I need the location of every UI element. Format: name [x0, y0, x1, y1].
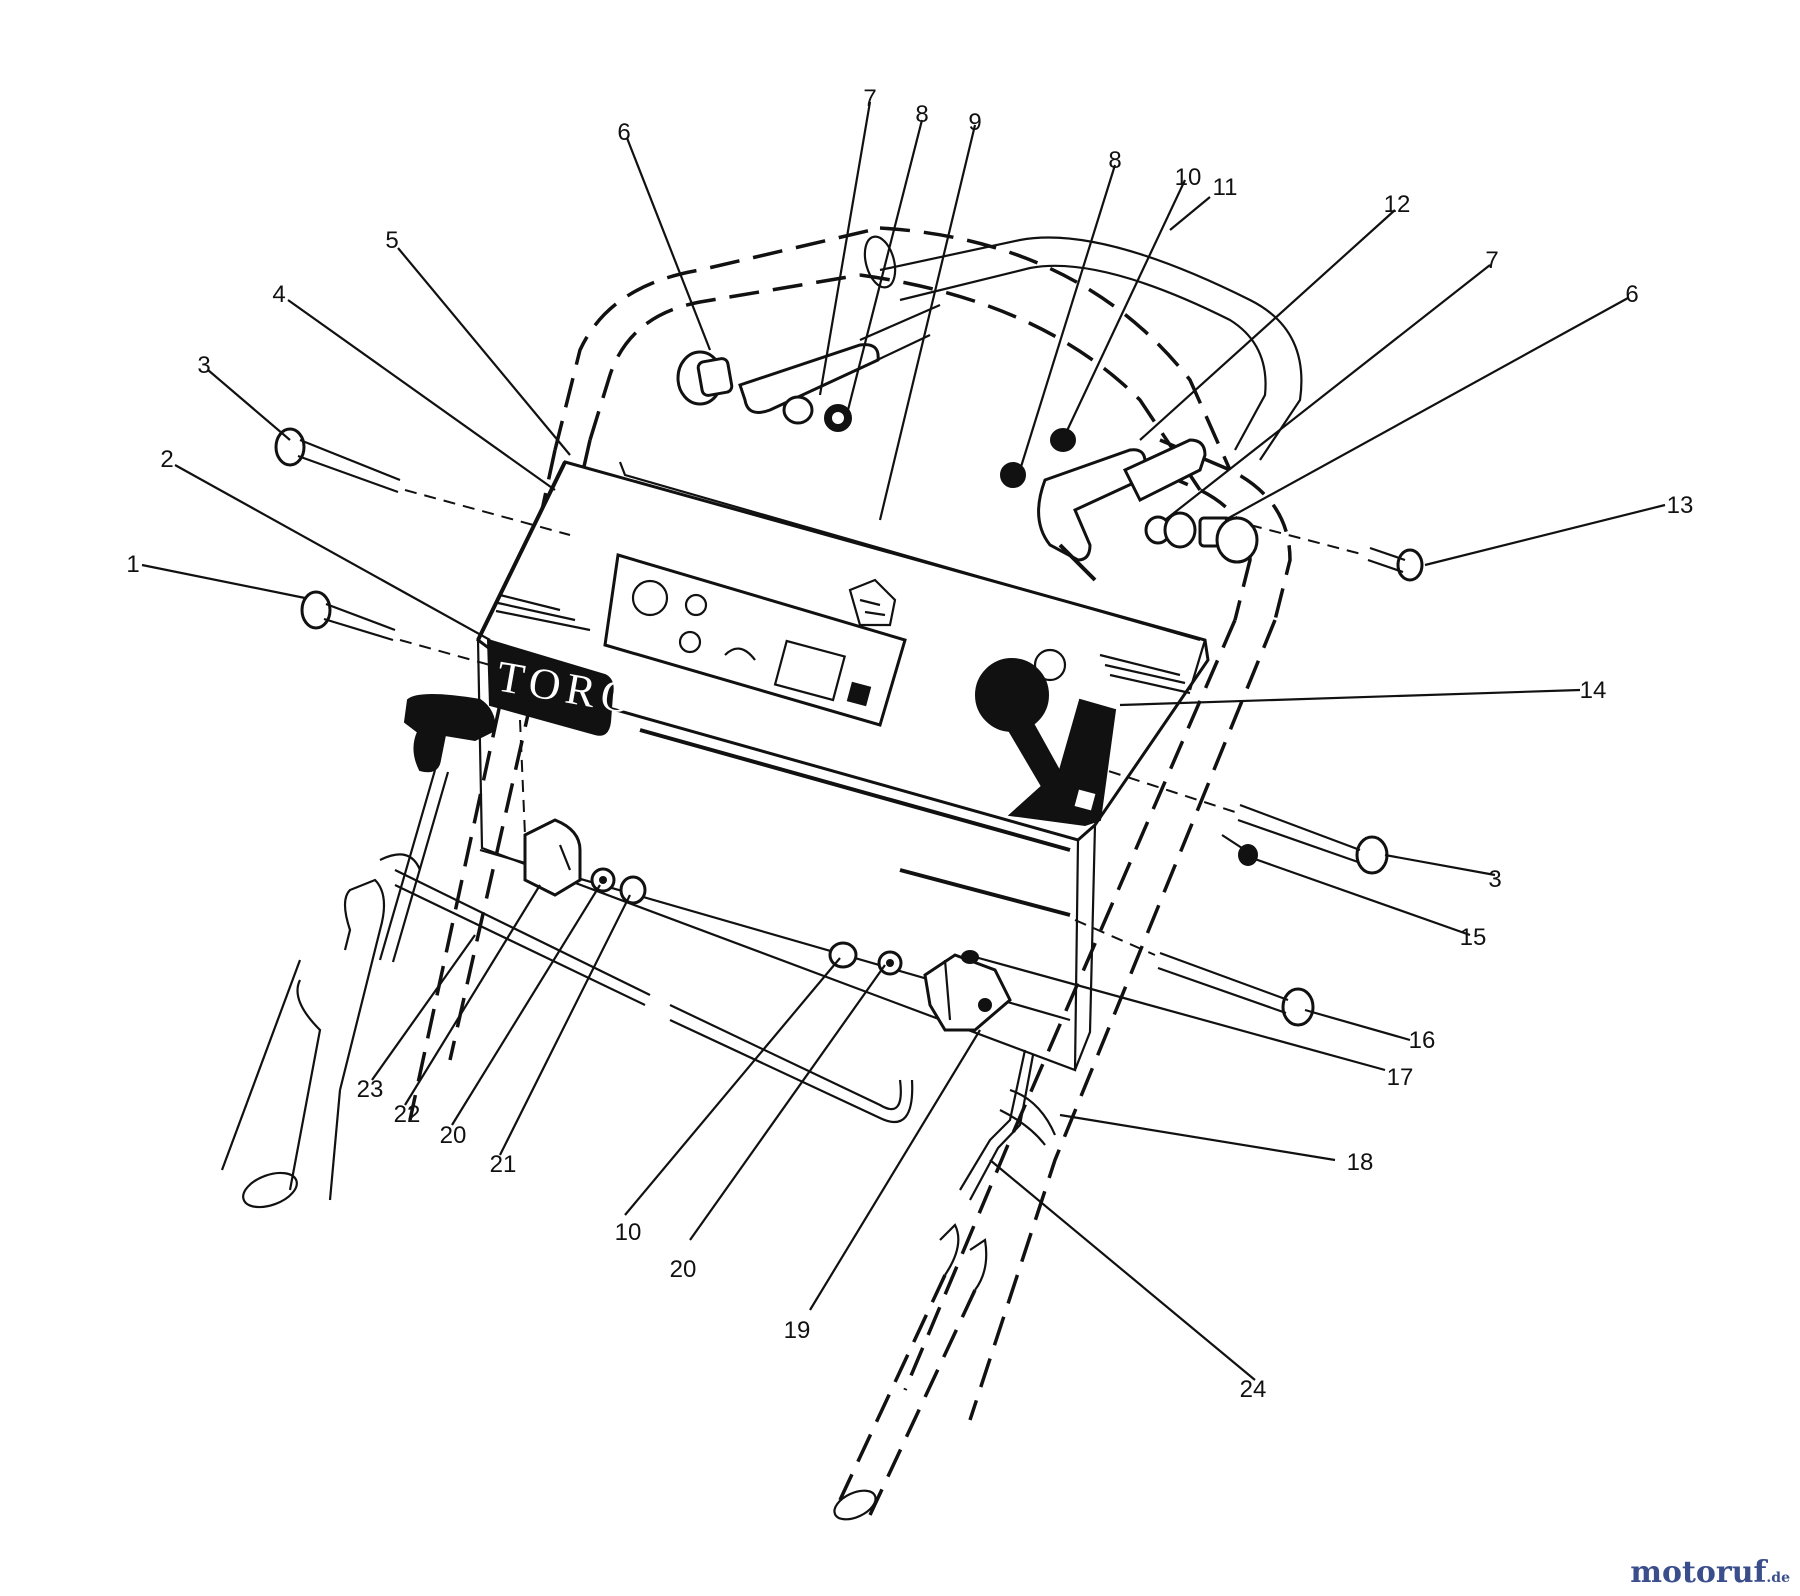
lightning-icon: [678, 630, 702, 654]
callout-12: 12: [1384, 191, 1411, 218]
callout-8-left: 8: [915, 101, 928, 128]
callout-20-left: 20: [440, 1122, 467, 1149]
nut-right-10b: [828, 941, 858, 969]
callout-2: 2: [160, 446, 173, 473]
callout-10-top: 10: [1175, 164, 1202, 191]
callout-24: 24: [1240, 1376, 1267, 1403]
bolt-13: [1249, 524, 1424, 582]
callout-1: 1: [126, 551, 139, 578]
bracket-plate-right: [1037, 448, 1147, 562]
instruction-decal: [603, 553, 907, 727]
right-bracket-assembly: [1000, 428, 1259, 582]
callout-14: 14: [1580, 677, 1607, 704]
washer-right-7: [1163, 511, 1197, 549]
callout-8-right: 8: [1108, 147, 1121, 174]
throttle-lever: [975, 648, 1117, 827]
nut-right-8: [1000, 462, 1026, 488]
carriage-bolt-3-left: [274, 427, 571, 536]
callout-17: 17: [1387, 1064, 1414, 1091]
callout-6-left: 6: [617, 119, 630, 146]
callout-15: 15: [1460, 924, 1487, 951]
callout-22: 22: [394, 1101, 421, 1128]
callout-4: 4: [272, 281, 285, 308]
engine-speed-icon: [724, 647, 756, 661]
callout-3-left: 3: [197, 352, 210, 379]
adjustment-knob-left: [378, 694, 497, 963]
callout-labels: 1 2 3 3 4 5 6 6 7 7 8 8 9 10 10 11 12 13…: [126, 85, 1693, 1403]
callout-9: 9: [968, 109, 981, 136]
washer-left-7: [782, 395, 814, 425]
switch-left-22: [519, 719, 582, 897]
left-lower-tube: [220, 878, 386, 1209]
callout-7-right: 7: [1485, 247, 1498, 274]
control-rod: [394, 869, 914, 1124]
callout-20-bottom: 20: [670, 1256, 697, 1283]
watermark-suffix: .de: [1766, 1570, 1790, 1586]
callout-23: 23: [357, 1076, 384, 1103]
nut-left-21: [619, 875, 647, 905]
cable-clip-18: [999, 1088, 1057, 1146]
screw-15: [1221, 834, 1258, 866]
callout-3-right: 3: [1488, 866, 1501, 893]
leader-lines: [141, 101, 1666, 1381]
callout-16: 16: [1409, 1027, 1436, 1054]
control-cable: [959, 1049, 1035, 1201]
handle-grip: [863, 235, 1303, 461]
choke-icon: [684, 593, 708, 617]
start-position-icon: [773, 639, 847, 702]
handle-tube: [408, 226, 1292, 1421]
callout-11: 11: [1213, 174, 1238, 201]
watermark-name: motoruf: [1630, 1555, 1767, 1590]
callout-10-bottom: 10: [615, 1219, 642, 1246]
carriage-bolt-1: [300, 590, 491, 666]
callout-19: 19: [784, 1317, 811, 1344]
shoulder-spacer-right: [1215, 516, 1259, 564]
operator-emblem-icon: [848, 578, 897, 627]
callout-7-left: 7: [863, 85, 876, 112]
callout-21: 21: [490, 1151, 517, 1178]
callout-6-right: 6: [1625, 281, 1638, 308]
callout-5: 5: [385, 227, 398, 254]
fuel-icon: [631, 579, 669, 617]
bracket-plate-left: [738, 343, 880, 414]
stop-position-icon: [846, 681, 872, 707]
watermark-logo: motoruf.de: [1630, 1555, 1790, 1590]
nut-right-10: [1050, 428, 1076, 452]
right-lower-tube: [833, 1223, 988, 1521]
left-bracket-assembly: [676, 303, 941, 432]
switch-right-19: [828, 941, 1012, 1032]
carriage-bolt-16: [1074, 919, 1315, 1027]
callout-18: 18: [1347, 1149, 1374, 1176]
callout-13: 13: [1667, 492, 1694, 519]
